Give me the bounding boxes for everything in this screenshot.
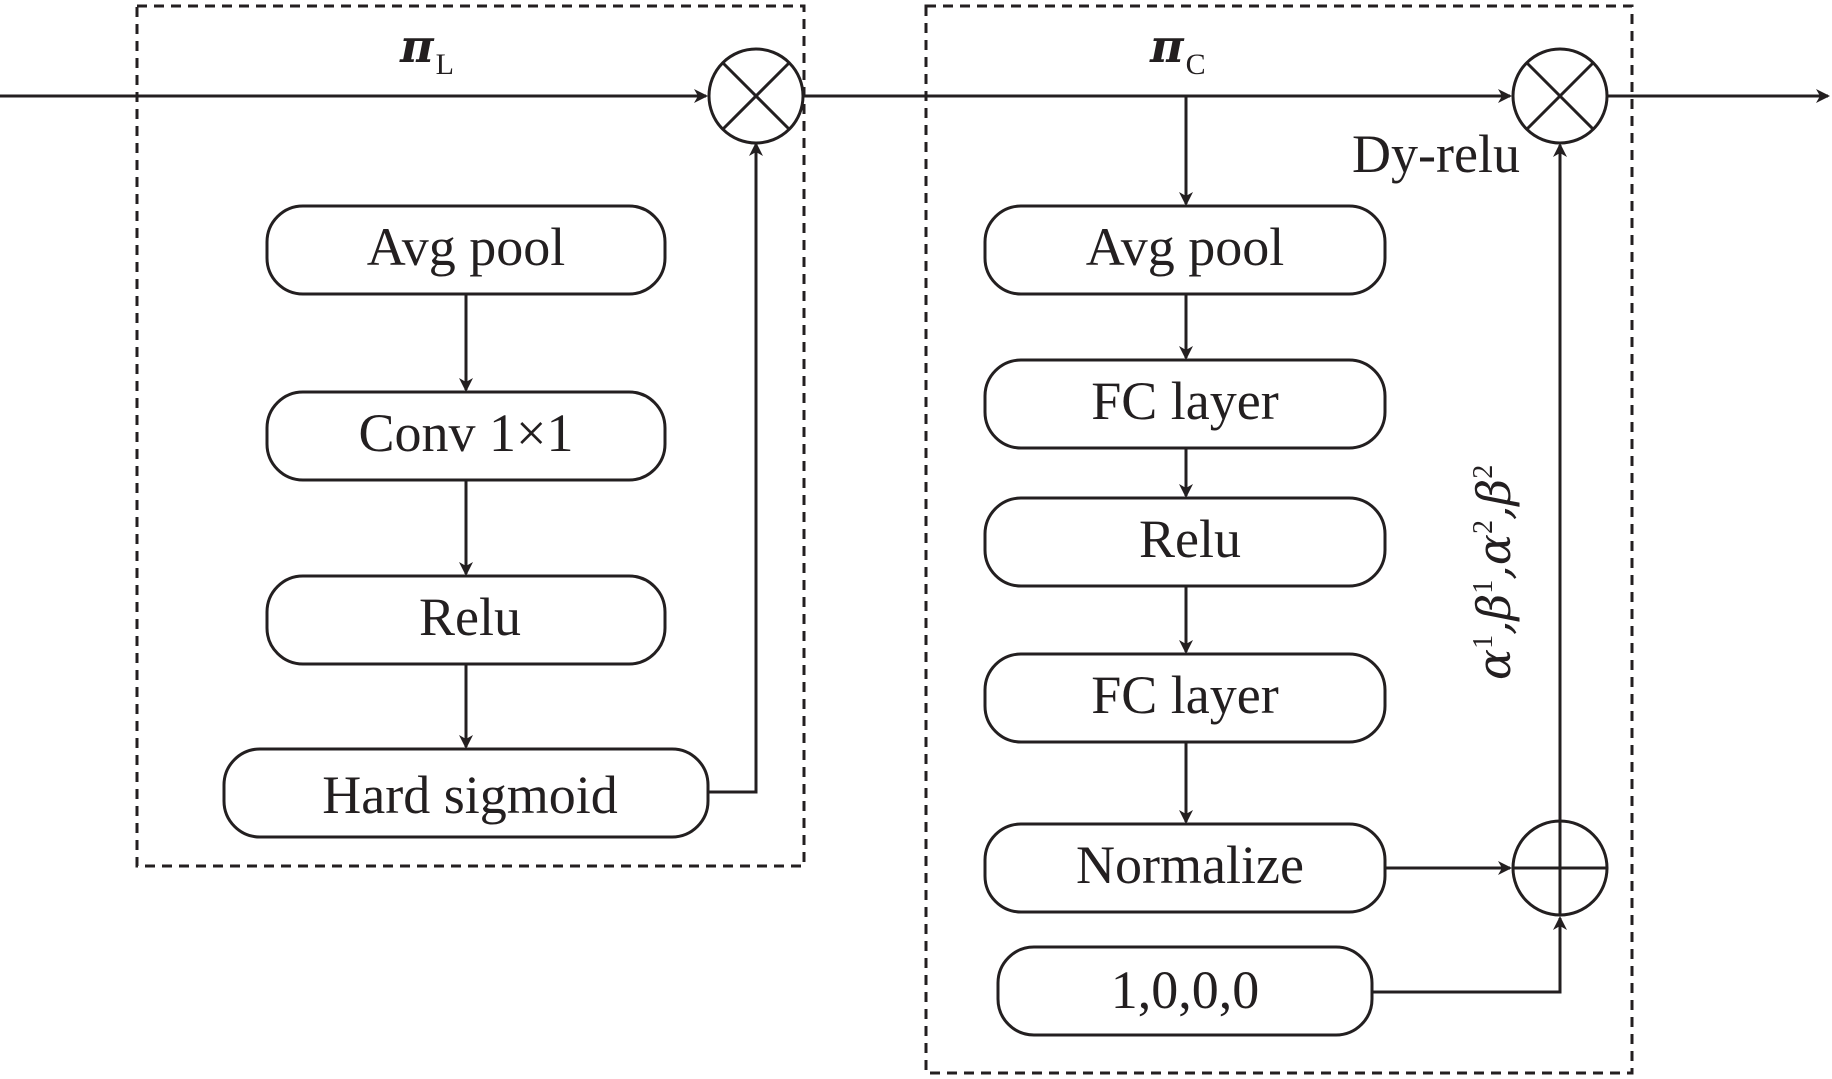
left-block-hard-sigmoid-label: Hard sigmoid xyxy=(322,765,617,825)
right-block-init-label: 1,0,0,0 xyxy=(1111,960,1260,1020)
right-block-init: 1,0,0,0 xyxy=(996,945,1374,1037)
right-block-fc-layer-1-label: FC layer xyxy=(1091,371,1278,431)
left-module-symbol: π xyxy=(399,19,435,73)
right-module-title: πC xyxy=(1149,19,1206,81)
right-block-relu: Relu xyxy=(983,496,1387,588)
init-to-add-arrow xyxy=(1372,916,1567,994)
right-block-avg-pool-label: Avg pool xyxy=(1086,217,1285,277)
right-block-normalize: Normalize xyxy=(983,822,1387,914)
right-block-avg-pool: Avg pool xyxy=(983,204,1387,296)
left-block-conv: Conv 1×1 xyxy=(265,390,667,482)
left-module: πL Avg pool Conv 1×1 Relu Hard sigmoid xyxy=(135,4,806,868)
left-module-title: πL xyxy=(399,19,454,81)
left-block-avg-pool: Avg pool xyxy=(265,204,667,296)
left-block-hard-sigmoid: Hard sigmoid xyxy=(222,747,710,839)
left-block-relu: Relu xyxy=(265,574,667,666)
right-module-subscript: C xyxy=(1186,48,1206,81)
left-feedback-arrow xyxy=(708,142,763,794)
add-operator xyxy=(1511,819,1609,917)
right-block-fc-layer-2: FC layer xyxy=(983,652,1387,744)
right-multiply-operator xyxy=(1511,47,1609,145)
left-module-boundary xyxy=(135,4,806,868)
params-label: α1,β1,α2,β2 xyxy=(1467,465,1521,680)
left-block-avg-pool-label: Avg pool xyxy=(367,217,566,277)
right-module-boundary xyxy=(924,4,1634,1075)
left-module-subscript: L xyxy=(436,48,454,81)
left-multiply-operator xyxy=(707,47,805,145)
dy-relu-label: Dy-relu xyxy=(1352,124,1520,184)
right-block-fc-layer-2-label: FC layer xyxy=(1091,665,1278,725)
left-block-relu-label: Relu xyxy=(419,587,521,647)
right-block-relu-label: Relu xyxy=(1139,509,1241,569)
right-module: πC Avg pool FC layer Relu FC layer Norma… xyxy=(924,4,1634,1075)
right-block-normalize-label: Normalize xyxy=(1076,835,1304,895)
left-block-conv-label: Conv 1×1 xyxy=(359,403,574,463)
right-block-fc-layer-1: FC layer xyxy=(983,358,1387,450)
right-module-symbol: π xyxy=(1149,19,1185,73)
